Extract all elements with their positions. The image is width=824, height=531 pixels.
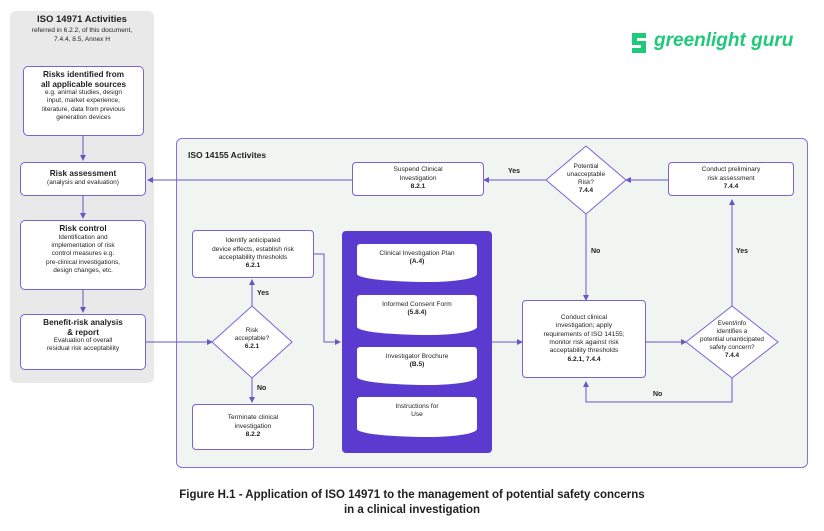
yes-label-potential: Yes — [508, 168, 521, 175]
doc-instructions-for-use: Instructions for Use — [357, 397, 477, 437]
suspend-investigation-box: Suspend Clinical Investigation 8.2.1 — [352, 162, 484, 196]
no-label-riskacc: No — [257, 385, 267, 392]
benefit-risk-box: Benefit-risk analysis & report Evaluatio… — [20, 314, 146, 370]
yes-label-riskacc: Yes — [257, 290, 270, 297]
logo-text: greenlight guru — [654, 30, 794, 51]
event-info-decision: Event/info identifies a potential unanti… — [700, 320, 764, 359]
terminate-investigation-box: Terminate clinical investigation 8.2.2 — [192, 404, 314, 450]
yes-label-event: Yes — [736, 248, 749, 255]
identify-effects-box: Identify anticipated device effects, est… — [192, 230, 314, 278]
conduct-investigation-box: Conduct clinical investigation; apply re… — [522, 300, 646, 378]
iso-14155-title: ISO 14155 Activites — [188, 150, 267, 160]
doc-clinical-investigation-plan: Clinical Investigation Plan (A.4) — [357, 244, 477, 282]
risk-acceptable-decision: Risk acceptable? 6.2.1 — [234, 327, 270, 350]
doc-informed-consent-form: Informed Consent Form (5.8.4) — [357, 295, 477, 335]
iso-14971-subtitle: referred in 6.2.2, of this document, 7.4… — [31, 27, 133, 43]
risk-control-box: Risk control Identification and implemen… — [20, 220, 146, 290]
risk-assessment-box: Risk assessment (analysis and evaluation… — [20, 162, 146, 196]
iso-14971-title: ISO 14971 Activities — [37, 14, 127, 25]
no-label-event: No — [653, 391, 663, 398]
preliminary-risk-box: Conduct preliminary risk assessment 7.4.… — [668, 162, 794, 196]
potential-risk-decision: Potential unacceptable Risk? 7.4.4 — [566, 163, 606, 194]
greenlight-logo-icon — [632, 33, 646, 53]
figure-caption: Figure H.1 - Application of ISO 14971 to… — [179, 489, 645, 516]
no-label-potential: No — [591, 248, 601, 255]
doc-investigator-brochure: Investigator Brochure (B.5) — [357, 347, 477, 385]
risks-identified-box: Risks identified from all applicable sou… — [23, 66, 144, 136]
